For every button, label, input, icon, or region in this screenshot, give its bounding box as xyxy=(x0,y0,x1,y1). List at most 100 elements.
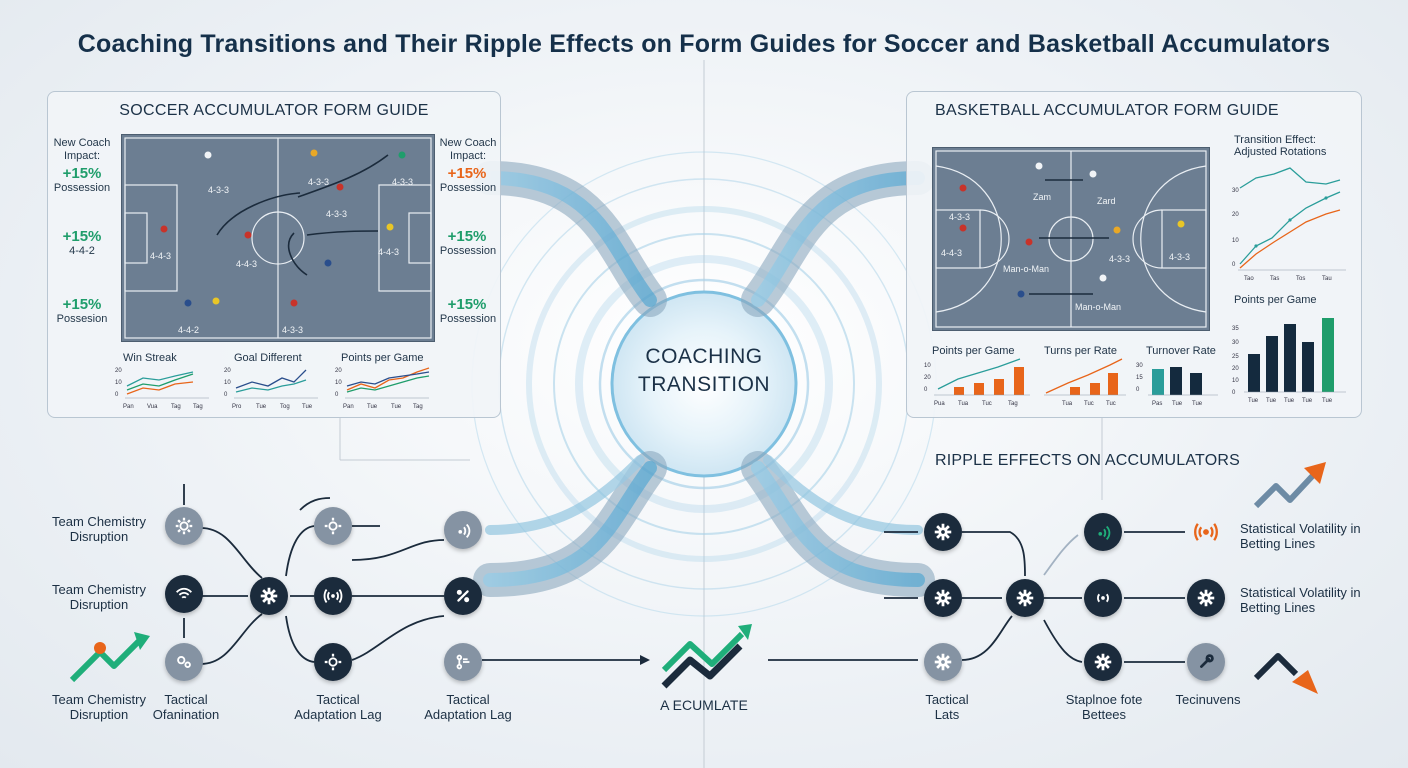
soccer-mini-chart-points-per-game: Points per Game 20 10 0 Pan Tue Tue Tag xyxy=(333,352,433,412)
y-tick: 30 xyxy=(1232,340,1239,346)
basketball-court: Zam Zard Man-o-Man Man-o-Man 4-3-3 4-4-3… xyxy=(932,147,1210,331)
chart-title: Transition Effect: Adjusted Rotations xyxy=(1234,134,1327,158)
y-tick: 10 xyxy=(335,380,342,386)
y-tick: 15 xyxy=(1136,375,1143,381)
ripple-section-title: RIPPLE EFFECTS ON ACCUMULATORS xyxy=(935,452,1241,469)
gear-icon xyxy=(1094,653,1112,671)
broadcast-icon xyxy=(323,589,343,603)
gear-node xyxy=(924,579,962,617)
ripple-label: Statistical Volatility in Betting Lines xyxy=(1240,585,1361,615)
center-line-1: COACHING xyxy=(645,345,763,368)
gear-node xyxy=(924,643,962,681)
soccer-left-stat-pct: +15% xyxy=(62,165,102,182)
y-tick: 35 xyxy=(1232,326,1239,332)
page-title: Coaching Transitions and Their Ripple Ef… xyxy=(77,30,1331,58)
man-label: Man-o-Man xyxy=(1075,302,1122,312)
accumulate-label: A ECUMLATE xyxy=(660,697,748,713)
y-tick: 20 xyxy=(115,368,122,374)
network-node xyxy=(444,643,482,681)
flow-label: Team Chemistry Disruption xyxy=(52,514,146,544)
basketball-ppg-bar-chart: Points per Game 35 30 25 20 10 0 Tue Tue… xyxy=(1230,294,1350,409)
gear-node xyxy=(165,507,203,545)
x-tick: Tau xyxy=(1322,276,1332,282)
y-tick: 10 xyxy=(924,363,931,369)
x-tick: Pan xyxy=(123,404,134,410)
tools-node xyxy=(444,577,482,615)
zone-label: Zard xyxy=(1097,196,1116,206)
soccer-right-stat-sub: Possession xyxy=(439,245,497,257)
mini-chart-title: Turns per Rate xyxy=(1044,345,1117,357)
broadcast-icon xyxy=(1194,523,1218,541)
y-tick: 20 xyxy=(335,368,342,374)
soccer-left-stat-sub: Possession xyxy=(53,182,111,194)
soccer-right-stat-sub: Possession xyxy=(439,182,497,194)
formation-label: 4-4-3 xyxy=(150,251,172,261)
y-tick: 10 xyxy=(1232,238,1239,244)
signal-icon xyxy=(1098,525,1111,540)
broadcast-node xyxy=(1084,579,1122,617)
basketball-mini-chart-ppg: Points per Game 10 20 0 Pua Tua Tuc Tag xyxy=(924,345,1034,409)
gear-node xyxy=(314,643,352,681)
central-gear-node xyxy=(250,577,288,615)
gear-node xyxy=(924,513,962,551)
x-tick: Tue xyxy=(1266,398,1277,404)
flow-label: Tactical Adaptation Lag xyxy=(294,692,382,722)
formation-label: 4-4-3 xyxy=(941,248,963,258)
x-tick: Tao xyxy=(1244,276,1254,282)
gear-icon xyxy=(324,517,342,535)
chart-title: Points per Game xyxy=(1234,294,1317,306)
network-icon xyxy=(456,654,470,670)
formation-label: 4-3-3 xyxy=(308,177,330,187)
y-tick: 0 xyxy=(115,392,119,398)
basketball-mini-chart-turns-rate: Turns per Rate Tua Tuc Tuc xyxy=(1040,345,1130,409)
x-tick: Pas xyxy=(1152,401,1162,407)
formation-label: 4-4-2 xyxy=(178,325,200,335)
gear-icon xyxy=(1016,589,1034,607)
center-line-2: TRANSITION xyxy=(637,373,771,396)
tools-icon xyxy=(456,589,470,603)
central-gear-node xyxy=(1006,579,1044,617)
broadcast-node xyxy=(314,577,352,615)
signal-node xyxy=(444,511,482,549)
flow-label: Team Chemistry Disruption xyxy=(52,692,146,722)
y-tick: 20 xyxy=(1232,366,1239,372)
y-tick: 30 xyxy=(1136,363,1143,369)
x-tick: Tos xyxy=(1296,276,1305,282)
signal-icon xyxy=(458,523,471,538)
y-tick: 25 xyxy=(1232,354,1239,360)
y-tick: 20 xyxy=(224,368,231,374)
x-tick: Tag xyxy=(193,404,203,410)
x-tick: Tua xyxy=(1062,401,1073,407)
gear-icon xyxy=(1197,589,1215,607)
soccer-mini-chart-goal-difference: Goal Different 20 10 0 Pro Tue Tog Tue xyxy=(222,352,322,412)
x-tick: Tag xyxy=(171,404,181,410)
formation-label: 4-3-3 xyxy=(1109,254,1131,264)
mini-chart-title: Win Streak xyxy=(123,352,177,364)
ripple-label: Statistical Volatility in Betting Lines xyxy=(1240,521,1361,551)
soccer-left-stat-sub: Possesion xyxy=(56,313,108,325)
y-tick: 10 xyxy=(224,380,231,386)
formation-label: 4-3-3 xyxy=(949,212,971,222)
gear-icon xyxy=(934,653,952,671)
signal-node xyxy=(165,575,203,613)
wrench-icon xyxy=(1200,654,1214,668)
x-tick: Tuc xyxy=(1106,401,1116,407)
signal-node xyxy=(1084,513,1122,551)
flow-label: Tactical Adaptation Lag xyxy=(424,692,512,722)
y-tick: 0 xyxy=(335,392,339,398)
flow-label: Team Chemistry Disruption xyxy=(52,582,146,612)
x-tick: Tue xyxy=(1322,398,1333,404)
x-tick: Pua xyxy=(934,401,945,407)
x-tick: Tuc xyxy=(1084,401,1094,407)
x-tick: Tue xyxy=(1172,401,1183,407)
transition-effect-chart: Transition Effect: Adjusted Rotations 30… xyxy=(1230,134,1350,284)
mini-chart-title: Points per Game xyxy=(341,352,424,364)
y-tick: 0 xyxy=(924,387,928,393)
x-tick: Tue xyxy=(1248,398,1259,404)
soccer-right-stat-pct: +15% xyxy=(447,228,487,245)
x-tick: Tua xyxy=(958,401,969,407)
gear-node xyxy=(1187,579,1225,617)
mini-chart-title: Goal Different xyxy=(234,352,302,364)
soccer-right-stat-pct: +15% xyxy=(447,165,487,182)
cogs-node xyxy=(165,643,203,681)
